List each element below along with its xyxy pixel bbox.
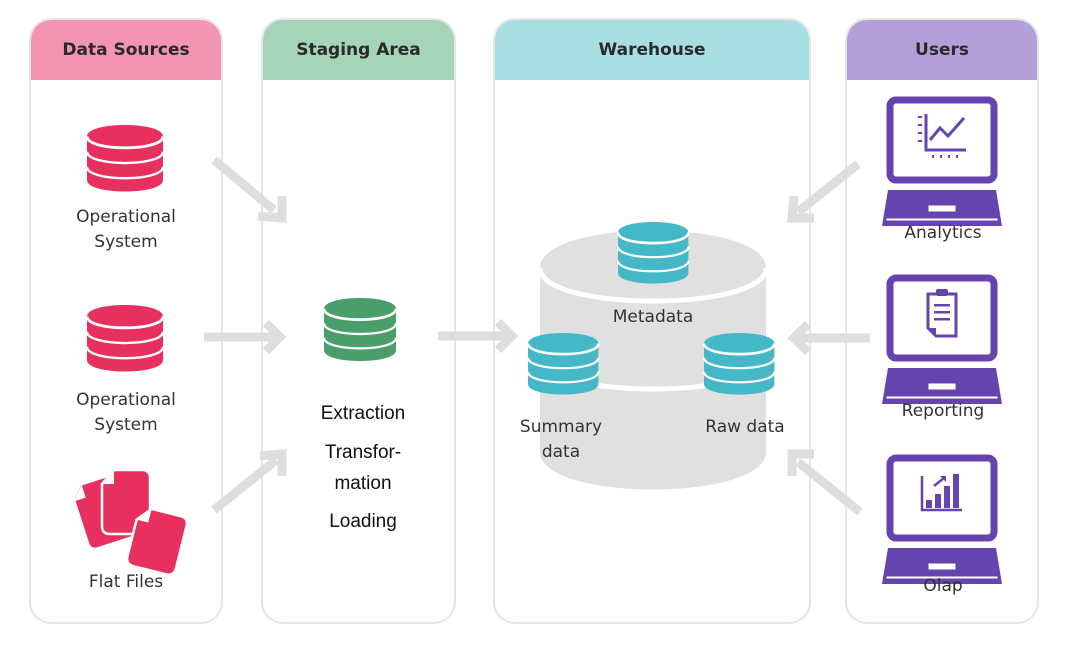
label-line: data	[541, 442, 581, 462]
operational-system-label: Operational System	[40, 388, 212, 438]
staging-area-header: Staging Area	[263, 20, 454, 80]
users-panel: Users	[845, 18, 1039, 624]
warehouse-header: Warehouse	[495, 20, 809, 80]
label-line: Summary	[519, 417, 603, 437]
arrow-olap-to-warehouse	[787, 449, 863, 516]
metadata-label: Metadata	[612, 307, 694, 327]
label-line: System	[94, 415, 158, 435]
staging-area-panel: Staging Area	[261, 18, 456, 624]
analytics-label: Analytics	[904, 223, 982, 243]
raw-data-label: Raw data	[705, 417, 785, 437]
loading-step: Loading	[329, 511, 397, 532]
users-header: Users	[847, 20, 1037, 80]
arrow-source2-to-staging	[204, 319, 287, 355]
operational-system-database-icon	[85, 123, 165, 193]
arrow-source1-to-staging	[211, 156, 287, 223]
summary-data-database-icon	[526, 331, 600, 396]
summary-data-label: Summary data	[506, 415, 616, 465]
raw-data-database-icon	[702, 331, 776, 396]
label-line: Operational	[76, 390, 176, 410]
arrow-analytics-to-warehouse	[787, 160, 861, 223]
operational-system-database-icon	[85, 303, 165, 373]
transformation-step-line2: mation	[334, 473, 392, 494]
staging-database-icon	[322, 296, 398, 363]
metadata-database-icon	[616, 220, 690, 285]
reporting-laptop-icon	[882, 278, 1002, 404]
label-line: Operational	[76, 207, 176, 227]
operational-system-label: Operational System	[40, 205, 212, 255]
arrow-staging-to-warehouse	[438, 318, 519, 354]
transformation-step-line1: Transfor-	[324, 442, 402, 463]
flat-files-icon	[72, 468, 189, 576]
reporting-label: Reporting	[901, 401, 985, 421]
flat-files-label: Flat Files	[88, 572, 164, 592]
label-line: System	[94, 232, 158, 252]
arrow-files-to-staging	[211, 449, 287, 514]
arrow-reporting-to-warehouse	[787, 320, 870, 356]
olap-laptop-icon	[882, 458, 1002, 584]
data-sources-header: Data Sources	[31, 20, 221, 80]
analytics-laptop-icon	[882, 100, 1002, 226]
extraction-step: Extraction	[320, 403, 406, 424]
olap-label: Olap	[923, 576, 963, 596]
